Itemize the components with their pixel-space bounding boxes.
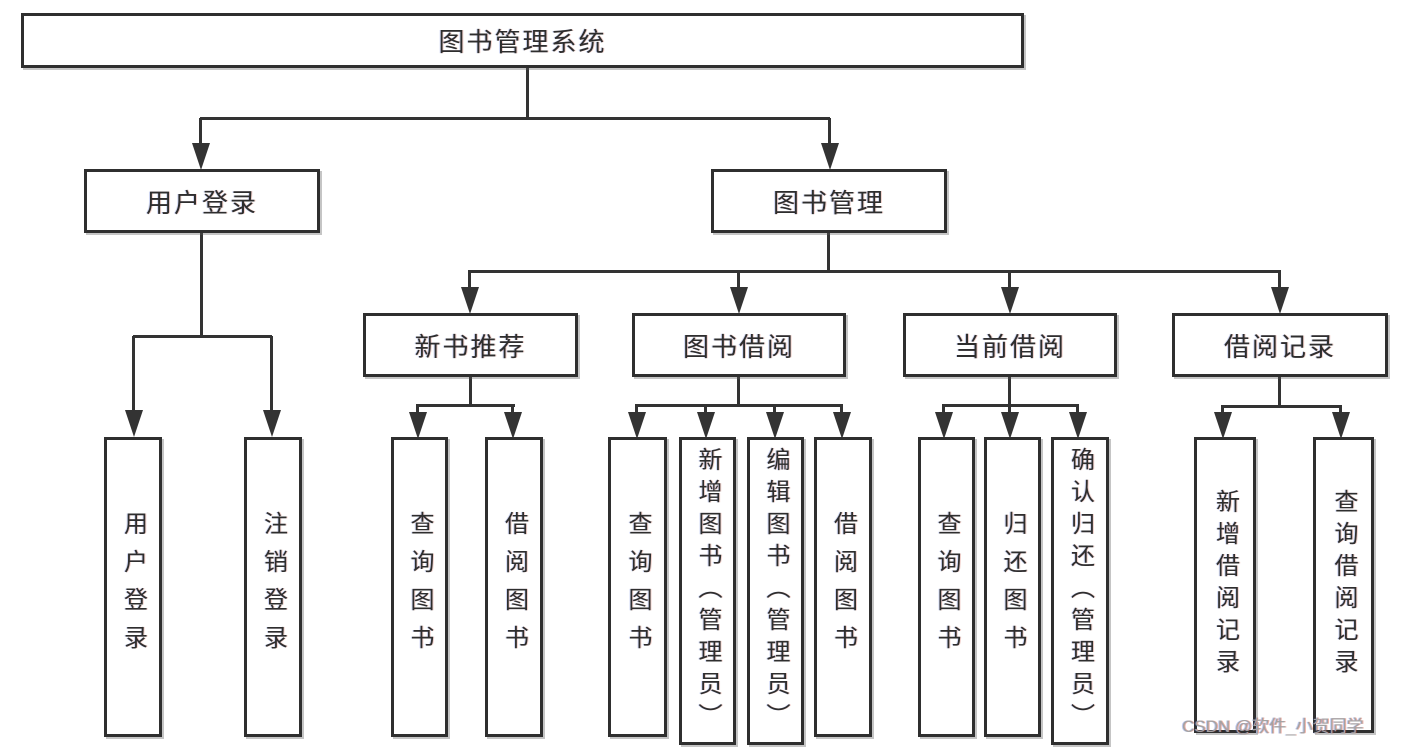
arrow-down-icon xyxy=(409,412,427,439)
connector-line xyxy=(1008,377,1011,406)
connector-line xyxy=(133,335,272,338)
connector-line xyxy=(1278,377,1281,407)
csdn-watermark: CSDN @软件_小贺同学 xyxy=(1182,717,1364,736)
connector-line xyxy=(1008,272,1011,288)
arrow-down-icon xyxy=(730,287,748,314)
node-bb-borrow: 借阅图书 xyxy=(814,437,872,737)
connector-line xyxy=(270,336,273,412)
arrow-down-icon xyxy=(263,410,281,437)
node-bb-add: 新增图书（管理员） xyxy=(679,437,736,745)
connector-line xyxy=(773,406,776,415)
connector-line xyxy=(737,377,740,406)
connector-line xyxy=(840,406,843,415)
connector-line xyxy=(828,118,831,144)
connector-line xyxy=(132,336,135,412)
connector-line xyxy=(200,233,203,336)
arrow-down-icon xyxy=(697,412,715,439)
arrow-down-icon xyxy=(935,412,953,439)
arrow-down-icon xyxy=(461,287,479,314)
connector-line xyxy=(635,404,843,407)
node-bb-edit: 编辑图书（管理员） xyxy=(747,437,804,745)
node-nb-borrow: 借阅图书 xyxy=(485,437,543,737)
arrow-down-icon xyxy=(821,143,839,170)
arrow-down-icon xyxy=(833,412,851,439)
connector-line xyxy=(200,117,830,120)
connector-line xyxy=(199,118,202,144)
arrow-down-icon xyxy=(628,412,646,439)
node-bb-query: 查询图书 xyxy=(608,437,667,737)
arrow-down-icon xyxy=(1332,412,1350,439)
connector-line xyxy=(1339,407,1342,415)
arrow-down-icon xyxy=(504,412,522,439)
node-ul-logout: 注销登录 xyxy=(244,437,302,737)
node-cb-return: 归还图书 xyxy=(984,437,1041,737)
node-cb-confirm: 确认归还（管理员） xyxy=(1051,437,1109,745)
arrow-down-icon xyxy=(1001,412,1019,439)
connector-line xyxy=(1221,407,1224,415)
node-new-books: 新书推荐 xyxy=(363,313,578,377)
connector-line xyxy=(469,377,472,406)
connector-line xyxy=(1076,406,1079,415)
node-ul-login: 用户登录 xyxy=(104,437,162,737)
connector-line xyxy=(827,233,830,271)
connector-line xyxy=(416,404,515,407)
arrow-down-icon xyxy=(1001,287,1019,314)
connector-line xyxy=(704,406,707,415)
connector-line xyxy=(526,68,529,118)
node-book-borrow: 图书借阅 xyxy=(632,313,846,377)
node-borrow-records: 借阅记录 xyxy=(1172,313,1388,377)
connector-line xyxy=(635,406,638,415)
connector-line xyxy=(511,406,514,415)
node-current-borrow: 当前借阅 xyxy=(903,313,1117,377)
connector-line xyxy=(1221,405,1342,408)
node-nb-query: 查询图书 xyxy=(391,437,448,737)
connector-line xyxy=(416,406,419,415)
connector-line xyxy=(468,272,471,288)
arrow-down-icon xyxy=(1271,287,1289,314)
connector-line xyxy=(942,406,945,415)
node-br-query: 查询借阅记录 xyxy=(1313,437,1374,733)
arrow-down-icon xyxy=(1069,412,1087,439)
arrow-down-icon xyxy=(125,410,143,437)
node-cb-query: 查询图书 xyxy=(918,437,975,737)
connector-line xyxy=(737,272,740,288)
arrow-down-icon xyxy=(192,143,210,170)
arrow-down-icon xyxy=(1214,412,1232,439)
connector-line xyxy=(1008,404,1011,415)
node-book-mgmt: 图书管理 xyxy=(711,169,947,233)
connector-line xyxy=(1278,272,1281,288)
connector-line xyxy=(468,270,1281,273)
arrow-down-icon xyxy=(766,412,784,439)
node-root: 图书管理系统 xyxy=(21,13,1024,68)
node-br-add: 新增借阅记录 xyxy=(1194,437,1256,733)
node-user-login: 用户登录 xyxy=(84,169,320,233)
